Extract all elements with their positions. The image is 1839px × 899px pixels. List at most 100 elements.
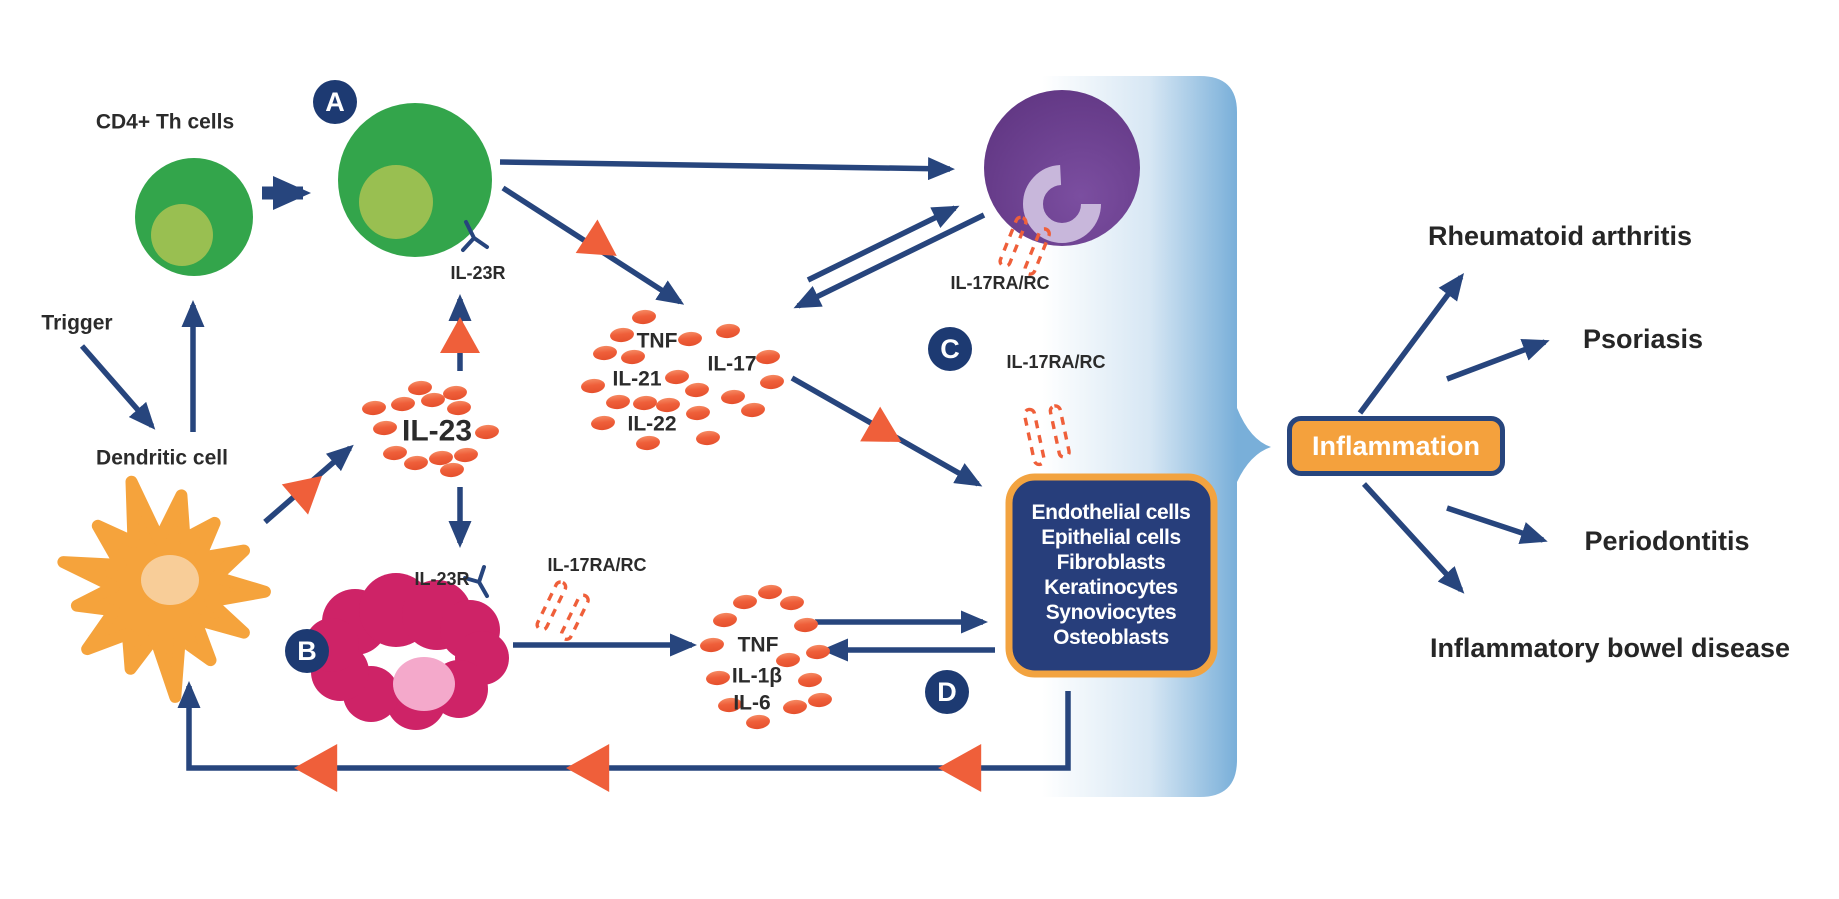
disease-rheumatoid-arthritis: Rheumatoid arthritis xyxy=(1427,221,1693,252)
cytokine-molecule xyxy=(404,455,428,471)
cytokine-molecule xyxy=(391,396,415,412)
cytokine-molecule xyxy=(783,699,807,715)
cytokine-molecule xyxy=(606,394,630,410)
il23r-receptor-th17 xyxy=(461,220,489,252)
arrow-to-rheumatoid-arthritis xyxy=(1357,272,1464,415)
cytokine-molecule xyxy=(678,331,702,347)
cytokine-molecule xyxy=(610,327,634,343)
neutrophil-nucleus xyxy=(1023,165,1101,243)
arrow-to-periodontitis xyxy=(1446,505,1548,544)
cytokine-molecule xyxy=(362,400,386,416)
myeloid-nucleus xyxy=(393,657,455,711)
cytokine-molecule xyxy=(718,697,742,713)
il23r-label-myeloid: IL-23R xyxy=(414,569,470,590)
th17-cell xyxy=(338,103,492,257)
cd4-th-cell xyxy=(135,158,253,276)
il22-label: IL-22 xyxy=(627,412,677,436)
triangle-il23-up xyxy=(440,317,480,353)
cytokine-molecule xyxy=(593,345,617,361)
cytokine-molecule xyxy=(686,405,710,421)
arrow-feedback-loop xyxy=(177,681,1071,771)
arrow-to-ibd xyxy=(1361,482,1465,594)
il17ra-rc-label-tissue: IL-17RA/RC xyxy=(1006,352,1106,373)
cytokine-molecule xyxy=(756,349,780,365)
cytokine-molecule xyxy=(713,612,737,628)
disease-periodontitis: Periodontitis xyxy=(1584,526,1750,557)
il17ra-rc-label-neutrophil: IL-17RA/RC xyxy=(950,273,1050,294)
badge-a-letter: A xyxy=(325,86,345,117)
cytokine-molecule xyxy=(700,637,724,653)
inflammation-box: Inflammation xyxy=(1287,416,1505,476)
arrow-cytokines-to-neutrophil xyxy=(806,205,960,283)
cytokine-molecule xyxy=(454,447,478,463)
cytokine-molecule xyxy=(794,617,818,633)
cytokine-molecule xyxy=(798,672,822,688)
cytokine-molecule xyxy=(429,450,453,466)
cytokine-molecule xyxy=(806,644,830,660)
cytokine-molecule xyxy=(443,385,467,401)
cytokine-molecule xyxy=(808,692,832,708)
badge-c: C xyxy=(928,327,972,371)
cytokine-molecule xyxy=(780,595,804,611)
tissue-cell-type: Keratinocytes xyxy=(1044,576,1178,599)
triangle-feedback-1 xyxy=(294,744,338,792)
cytokine-molecule xyxy=(656,397,680,413)
il1b-label: IL-1β xyxy=(731,664,783,688)
cd4-nucleus xyxy=(151,204,213,266)
cytokine-molecule xyxy=(733,594,757,610)
il17ra-rc-receptor-neutrophil xyxy=(998,215,1051,276)
badge-d-letter: D xyxy=(937,676,957,707)
cytokine-molecule xyxy=(633,395,657,411)
th17-nucleus xyxy=(359,165,433,239)
cytokine-molecule xyxy=(421,392,445,408)
cd4-th-cells-label: CD4+ Th cells xyxy=(95,110,235,134)
badge-c-letter: C xyxy=(940,333,960,364)
il6-label: IL-6 xyxy=(733,691,771,715)
cytokine-molecule xyxy=(440,462,464,478)
trigger-label: Trigger xyxy=(41,311,113,335)
tnf-label-innate: TNF xyxy=(737,633,779,657)
cytokine-molecule xyxy=(706,670,730,686)
tnf-label-th17: TNF xyxy=(636,329,678,353)
arrow-to-psoriasis xyxy=(1446,339,1550,382)
tissue-cell-type: Endothelial cells xyxy=(1031,501,1191,524)
tissue-cell-type: Synoviocytes xyxy=(1045,601,1177,624)
il23r-label-th17: IL-23R xyxy=(450,263,506,284)
triangle-feedback-3 xyxy=(938,744,982,792)
cytokine-molecule xyxy=(721,389,745,405)
stimulation-triangles xyxy=(281,219,982,792)
cytokine-molecule xyxy=(758,584,782,600)
cytokine-molecule xyxy=(591,415,615,431)
disease-ibd: Inflammatory bowel disease xyxy=(1429,633,1791,664)
tissue-cell-type: Fibroblasts xyxy=(1056,551,1166,574)
il23r-receptor-myeloid xyxy=(463,565,489,598)
dendritic-cell xyxy=(57,475,271,703)
cytokine-ovals xyxy=(362,309,832,730)
il17ra-rc-label-myeloid: IL-17RA/RC xyxy=(547,555,647,576)
arrow-neutrophil-to-cytokines xyxy=(793,212,986,309)
tissue-cells-box xyxy=(1005,473,1218,678)
myeloid-cell xyxy=(305,565,590,730)
inflammation-label: Inflammation xyxy=(1311,430,1480,461)
badge-b: B xyxy=(285,629,329,673)
arrow-trigger-to-dendritic xyxy=(79,344,156,430)
cytokine-molecule xyxy=(716,323,740,339)
cytokine-molecule xyxy=(746,714,770,730)
cytokine-molecule xyxy=(636,435,660,451)
cytokine-molecule xyxy=(408,380,432,396)
cytokine-molecule xyxy=(776,652,800,668)
disease-psoriasis: Psoriasis xyxy=(1582,324,1704,355)
cytokine-molecule xyxy=(581,378,605,394)
cytokine-molecule xyxy=(373,420,397,436)
cytokine-molecule xyxy=(632,309,656,325)
cytokine-molecule xyxy=(696,430,720,446)
cytokine-molecule xyxy=(447,400,471,416)
tissue-cells-list: Endothelial cells Epithelial cells Fibro… xyxy=(1005,473,1217,677)
tissue-cell-type: Epithelial cells xyxy=(1041,526,1181,549)
cytokine-molecule xyxy=(685,382,709,398)
cytokine-molecule xyxy=(760,374,784,390)
cytokine-molecule xyxy=(665,369,689,385)
badge-d: D xyxy=(925,670,969,714)
